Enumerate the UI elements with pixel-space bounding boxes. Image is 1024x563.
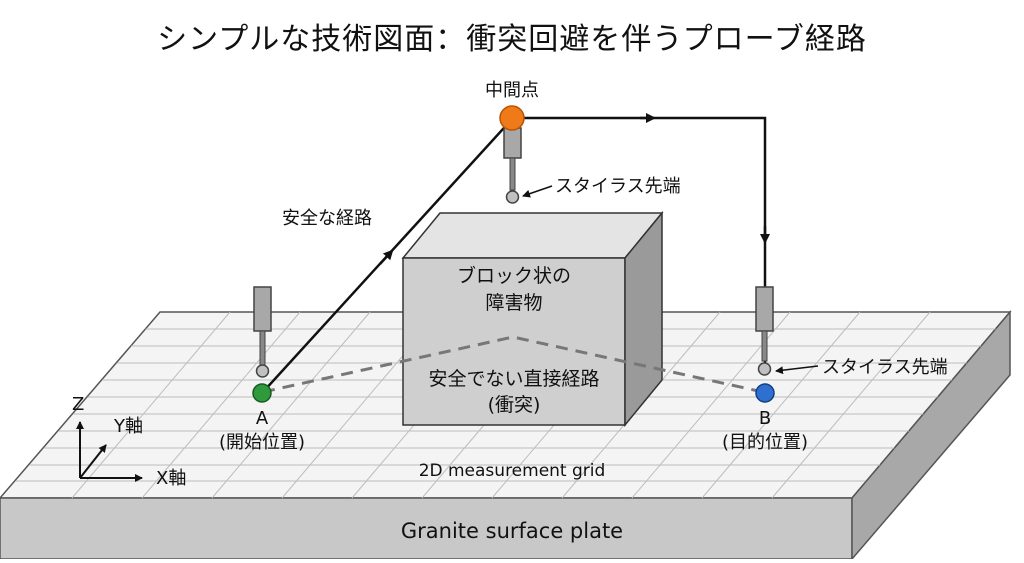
obstacle-label-line1: ブロック状の [457, 264, 571, 287]
stylus-tip-label-top: スタイラス先端 [555, 176, 681, 197]
unsafe-direct-path [262, 335, 764, 394]
plate-side-face [851, 309, 1011, 562]
obstacle-label-line2: 障害物 [485, 292, 542, 314]
block-side-face [624, 210, 663, 428]
axis-z-label: Z [72, 394, 84, 415]
unsafe-path-label-line2: (衝突) [488, 394, 541, 416]
waypoint-label: 中間点 [485, 80, 539, 101]
axis-y-label: Y軸 [113, 416, 143, 437]
stylus-tip-label-right: スタイラス先端 [822, 357, 948, 378]
point-a-label: A [256, 408, 269, 429]
probe-at-start [253, 286, 272, 378]
axis-indicator [76, 421, 143, 482]
stylus-tip-leader-top [522, 185, 553, 198]
safe-path [262, 113, 770, 393]
grid-label: 2D measurement grid [419, 461, 606, 481]
axis-x-label: X軸 [156, 468, 186, 489]
block-obstacle [401, 210, 664, 428]
plate-label: Granite surface plate [401, 519, 623, 543]
point-b-description: (目的位置) [722, 432, 808, 453]
block-top-face [401, 212, 664, 259]
safe-path-arrow-rise [379, 249, 394, 265]
start-point [252, 383, 272, 403]
end-point [755, 383, 775, 403]
waypoint-marker [499, 105, 525, 131]
safe-path-label: 安全な経路 [282, 208, 372, 229]
probe-at-waypoint [503, 127, 522, 204]
unsafe-path-label-line1: 安全でない直接経路 [428, 368, 599, 390]
point-b-label: B [759, 408, 771, 429]
point-a-description: (開始位置) [219, 432, 305, 453]
page-title: シンプルな技術図面：衝突回避を伴うプローブ経路 [157, 22, 867, 57]
stylus-tip-leader-right [775, 365, 819, 375]
probe-at-end [755, 286, 774, 376]
